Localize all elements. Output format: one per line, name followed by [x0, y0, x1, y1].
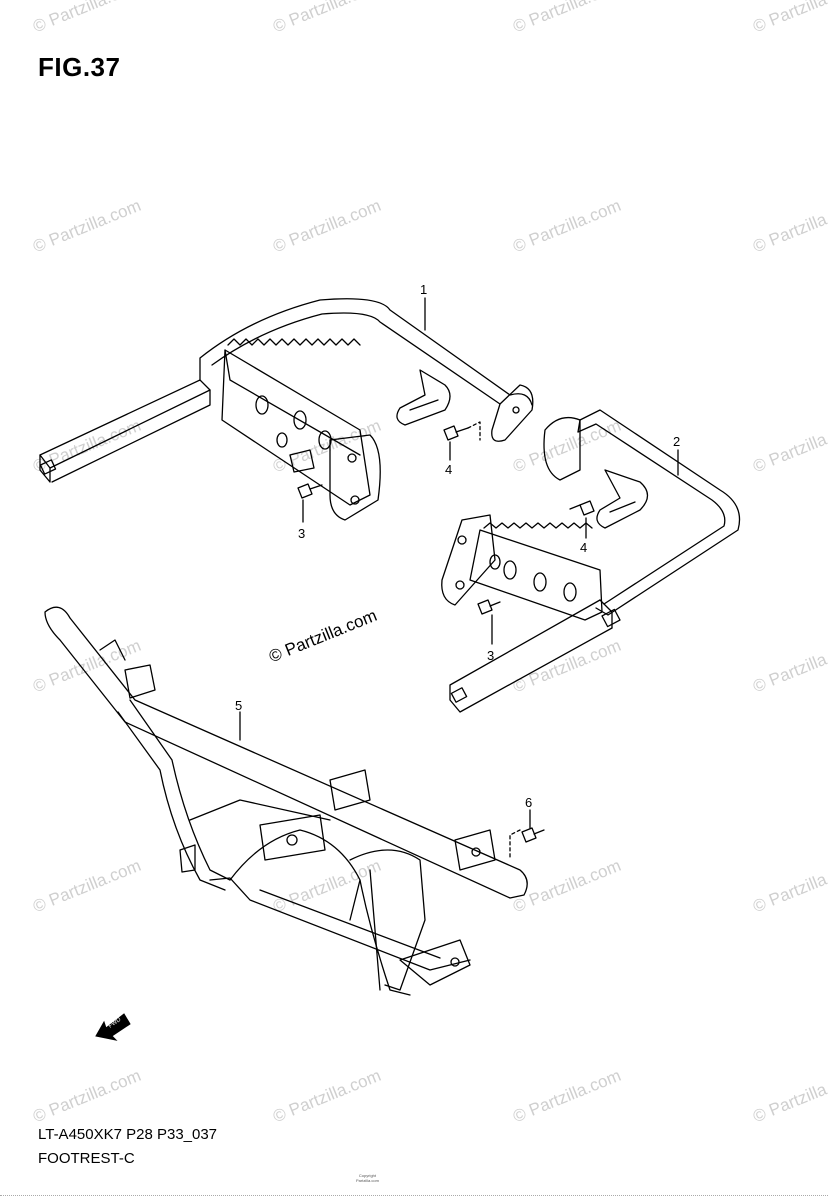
section-name: FOOTREST-C	[38, 1150, 135, 1167]
callout-1: 1	[420, 282, 427, 297]
part-5-guard	[44, 606, 528, 996]
callout-3-upper: 3	[298, 526, 305, 541]
callout-6: 6	[525, 795, 532, 810]
model-code: LT-A450XK7 P28 P33_037	[38, 1126, 218, 1143]
fwd-arrow-icon: FWD	[95, 1013, 131, 1041]
callout-3-lower: 3	[487, 648, 494, 663]
copyright-notice: Copyright Partzilla.com	[356, 1173, 379, 1183]
copyright-line-1: Copyright	[358, 1173, 377, 1178]
bolt-4-right	[569, 500, 595, 539]
bolt-3-lower	[477, 599, 501, 645]
bolt-3-upper	[297, 483, 323, 523]
copyright-line-2: Partzilla.com	[356, 1178, 379, 1183]
bolt-6	[509, 809, 545, 859]
callout-4-right: 4	[580, 540, 587, 555]
bottom-border	[0, 1195, 828, 1196]
callout-4-left: 4	[445, 462, 452, 477]
bolt-4-left	[443, 421, 481, 461]
figure-title: FIG.37	[38, 52, 121, 82]
part-1-left-footrest	[39, 298, 534, 521]
callout-2: 2	[673, 434, 680, 449]
part-2-right-footrest	[441, 409, 741, 713]
callout-5: 5	[235, 698, 242, 713]
